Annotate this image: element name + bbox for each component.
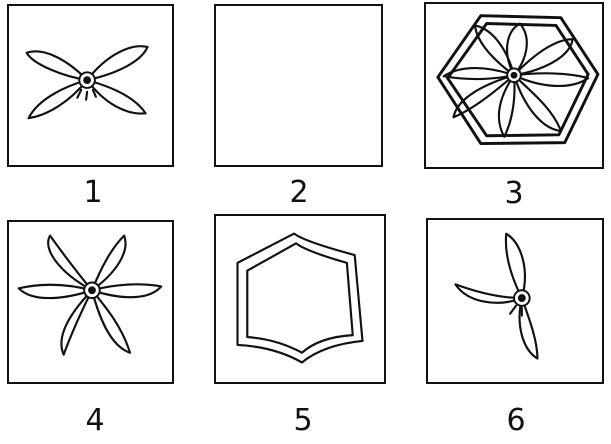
petal-top-right	[92, 236, 126, 291]
hexagon-outline-figure	[216, 216, 384, 382]
panel-3-number: 3	[484, 177, 544, 211]
inner-hexagon	[247, 243, 352, 352]
flower-center-dot	[518, 294, 526, 302]
petal-lower-left	[29, 80, 88, 118]
three-petal-flower-figure	[428, 220, 602, 382]
petal-upper-left	[27, 51, 87, 80]
petal-top	[506, 234, 525, 298]
panel-1-number: 1	[63, 176, 123, 210]
petal-upper-right	[87, 46, 147, 80]
petal-bottom-left	[61, 290, 92, 354]
petal-right	[514, 73, 588, 86]
outer-hexagon	[238, 234, 363, 363]
flower-center-dot	[511, 72, 518, 79]
petal-top-right	[514, 39, 573, 75]
panel-5-number: 5	[273, 404, 333, 438]
panel-6-number: 6	[486, 404, 546, 438]
panel-6	[426, 218, 604, 384]
panel-3	[424, 2, 604, 169]
panel-2-number: 2	[269, 176, 329, 210]
panel-2	[214, 4, 383, 167]
petal-left	[455, 284, 521, 302]
petal-left	[19, 285, 92, 298]
petal-bottom-left	[453, 75, 514, 117]
six-petal-flower-figure	[9, 222, 172, 382]
panel-1	[7, 4, 174, 167]
petal-top	[507, 24, 527, 76]
petal-bottom-right	[92, 290, 130, 352]
flower-center-dot	[88, 286, 96, 294]
four-petal-flower-figure	[9, 6, 172, 165]
flower-center-dot	[83, 76, 91, 84]
panel-4	[7, 220, 174, 384]
panel-5	[214, 214, 386, 384]
petal-right	[92, 284, 161, 297]
petal-bottom	[499, 75, 515, 136]
stamen-lines	[77, 90, 96, 100]
petal-top-left	[48, 236, 92, 291]
panel-4-number: 4	[65, 404, 125, 438]
hexagon-with-flower-figure	[426, 4, 602, 167]
